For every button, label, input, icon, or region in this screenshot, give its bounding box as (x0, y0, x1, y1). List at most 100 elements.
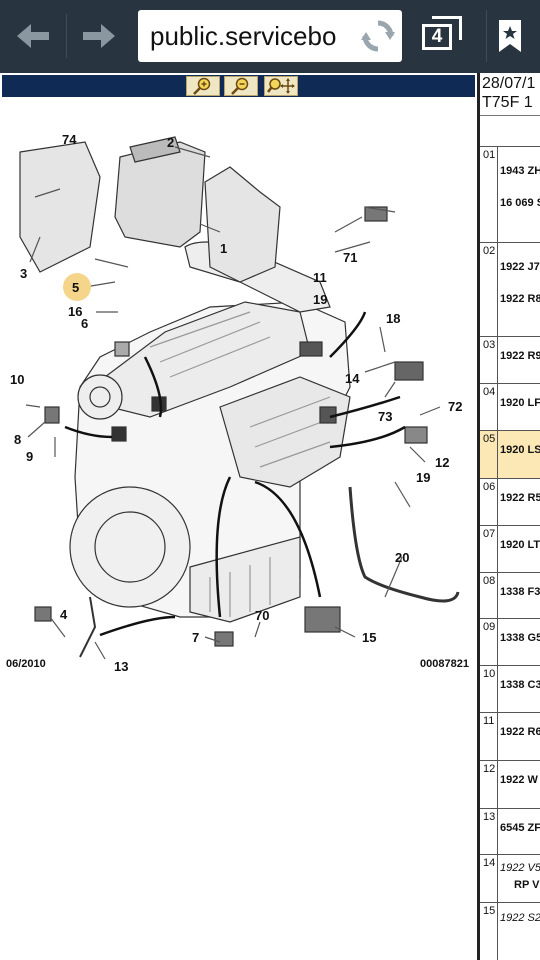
callout-12[interactable]: 12 (435, 455, 449, 470)
zoom-out-icon (231, 77, 249, 95)
row-part-reference: 1922 R8 (500, 293, 540, 305)
url-bar[interactable]: public.servicebo (138, 10, 402, 62)
diagram-date-code: 06/2010 (6, 658, 46, 670)
callout-9[interactable]: 9 (26, 449, 33, 464)
forward-button[interactable] (74, 12, 124, 60)
tab-count: 4 (422, 24, 452, 50)
page-content: 74 2 1 3 71 11 19 6 5 16 18 10 14 73 72 … (0, 73, 540, 960)
row-part-reference: 1943 ZH (500, 165, 540, 177)
engine-parts-diagram: 74 2 1 3 71 11 19 6 5 16 18 10 14 73 72 … (10, 132, 462, 674)
row-part-reference: 1922 J7 (500, 261, 540, 273)
callout-18[interactable]: 18 (386, 311, 400, 326)
arrow-left-icon (17, 24, 49, 48)
row-number: 08 (480, 573, 498, 618)
callout-20[interactable]: 20 (395, 550, 409, 565)
row-part-reference: 1338 F3 (500, 586, 540, 598)
callout-73[interactable]: 73 (378, 409, 392, 424)
callout-13[interactable]: 13 (114, 659, 128, 674)
row-part-reference: 16 069 S (500, 197, 540, 209)
row-part-reference: 1922 R6 (500, 726, 540, 738)
row-number: 09 (480, 619, 498, 665)
row-part-reference: 1920 LF (500, 397, 540, 409)
callout-7[interactable]: 7 (192, 630, 199, 645)
callout-14[interactable]: 14 (345, 371, 360, 386)
row-part-reference: 1922 W (500, 774, 538, 786)
row-number: 06 (480, 479, 498, 525)
callout-72[interactable]: 72 (448, 399, 462, 414)
callout-3[interactable]: 3 (20, 266, 27, 281)
highlight-marker (63, 273, 91, 301)
toolbar-divider (66, 14, 67, 58)
callout-19[interactable]: 19 (313, 292, 327, 307)
row-number: 10 (480, 666, 498, 712)
callout-8[interactable]: 8 (14, 432, 21, 447)
bookmark-button[interactable] (486, 10, 532, 62)
callout-6[interactable]: 6 (81, 316, 88, 331)
row-number: 12 (480, 761, 498, 808)
header-divider (480, 115, 540, 116)
row-number: 03 (480, 337, 498, 383)
pan-button[interactable] (264, 76, 298, 96)
row-part-reference: 1338 G5 (500, 632, 540, 644)
callout-70[interactable]: 70 (255, 608, 269, 623)
diagram-pane: 74 2 1 3 71 11 19 6 5 16 18 10 14 73 72 … (0, 73, 477, 960)
row-number: 02 (480, 243, 498, 336)
callout-16[interactable]: 16 (68, 304, 82, 319)
pane-divider (477, 73, 480, 960)
row-number: 11 (480, 713, 498, 760)
reload-icon (361, 20, 395, 52)
table-header-date: 28/07/1 (482, 75, 536, 92)
row-part-reference: 1922 R5 (500, 492, 540, 504)
tabs-button[interactable]: 4 (412, 10, 468, 62)
callout-2[interactable]: 2 (167, 135, 174, 150)
callout-15[interactable]: 15 (362, 630, 376, 645)
row-part-reference: 1338 C3 (500, 679, 540, 691)
row-part-reference: RP V (514, 879, 540, 891)
reload-button[interactable] (360, 18, 396, 54)
zoom-out-button[interactable] (224, 76, 258, 96)
callout-4[interactable]: 4 (60, 607, 68, 622)
zoom-in-icon (193, 77, 211, 95)
browser-toolbar: public.servicebo 4 (0, 0, 540, 73)
callout-11[interactable]: 11 (313, 270, 327, 285)
row-part-reference: 1920 LT (500, 539, 540, 551)
zoom-toolbar (2, 75, 475, 97)
row-number: 14 (480, 855, 498, 902)
callout-71[interactable]: 71 (343, 250, 357, 265)
table-header-code: T75F 1 (482, 94, 533, 111)
row-number: 07 (480, 526, 498, 572)
row-part-reference: 6545 ZF (500, 822, 540, 834)
callout-10[interactable]: 10 (10, 372, 24, 387)
callout-74[interactable]: 74 (62, 132, 77, 147)
row-part-reference: 1922 R9 (500, 350, 540, 362)
back-button[interactable] (8, 12, 58, 60)
row-number: 01 (480, 147, 498, 242)
tab-stack-icon (432, 16, 462, 40)
callout-19b[interactable]: 19 (416, 470, 430, 485)
callout-1[interactable]: 1 (220, 241, 227, 256)
zoom-in-button[interactable] (186, 76, 220, 96)
row-part-reference: 1922 V5 (500, 862, 540, 874)
callout-5[interactable]: 5 (72, 280, 79, 295)
row-part-reference: 1920 LS (500, 444, 540, 456)
bookmark-icon (498, 20, 521, 52)
arrow-right-icon (83, 24, 115, 48)
row-part-reference: 1922 S2 (500, 912, 540, 924)
row-number: 04 (480, 384, 498, 430)
